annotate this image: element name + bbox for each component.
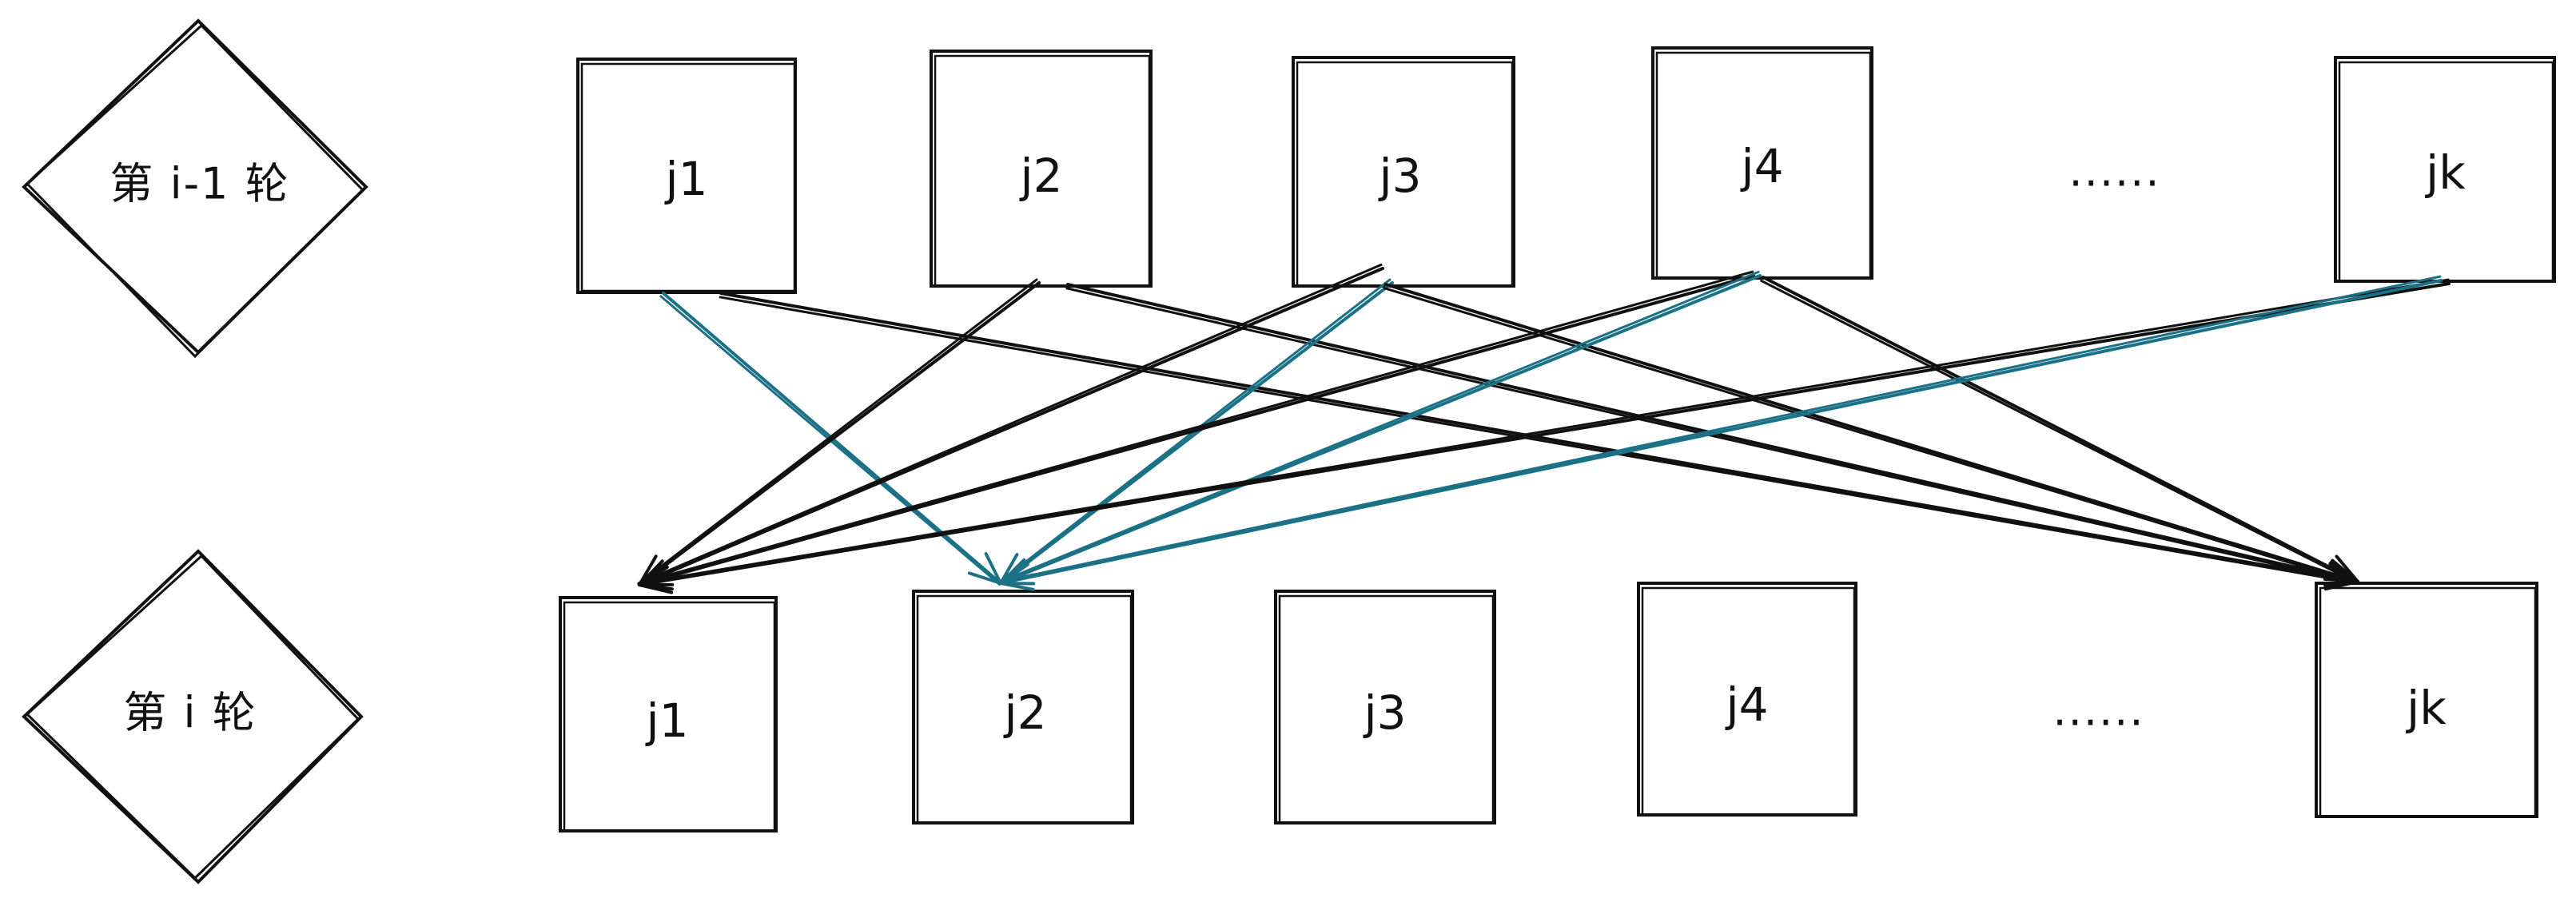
round-prev-diamond: 第 i-1 轮: [22, 18, 368, 359]
edge-j4-to-j2: [998, 270, 1762, 586]
top-node-j4-label: j4: [1739, 139, 1783, 193]
top-node-ellipsis: ......: [2069, 146, 2161, 197]
edge-jk-to-j2: [999, 275, 2443, 591]
bottom-node-j1-label: j1: [644, 693, 688, 748]
bottom-node-j4: j4: [1637, 582, 1857, 817]
top-node-j2-label: j2: [1018, 149, 1062, 203]
edge-j4-to-jk: [1760, 276, 2359, 585]
top-node-j4: j4: [1651, 46, 1873, 280]
round-current-diamond: 第 i 轮: [22, 549, 364, 884]
edge-j3-to-j1: [637, 263, 1384, 586]
top-node-jk: jk: [2334, 56, 2556, 283]
top-ellipsis-label: ......: [2069, 146, 2161, 197]
bottom-node-j3: j3: [1274, 590, 1496, 825]
top-node-jk-label: jk: [2424, 145, 2466, 200]
edge-jk-to-j1: [638, 278, 2451, 594]
round-current-label: 第 i 轮: [123, 688, 257, 738]
top-node-j3-label: j3: [1377, 149, 1421, 203]
edge-arrowhead: [999, 562, 1035, 591]
top-node-j2: j2: [930, 50, 1153, 288]
bottom-node-jk: jk: [2315, 582, 2538, 818]
round-prev-label: 第 i-1 轮: [109, 159, 289, 209]
bottom-node-j3-label: j3: [1362, 685, 1406, 740]
bottom-ellipsis-label: ......: [2053, 685, 2145, 736]
bottom-node-j1: j1: [559, 596, 778, 832]
edges-layer: [637, 263, 2451, 594]
bottom-node-ellipsis: ......: [2053, 685, 2145, 736]
edge-arrowhead: [638, 565, 674, 594]
top-node-j3: j3: [1292, 56, 1515, 288]
bottom-node-j2: j2: [912, 590, 1134, 825]
bottom-node-j2-label: j2: [1002, 685, 1046, 740]
bottom-node-jk-label: jk: [2405, 681, 2447, 735]
bottom-node-j4-label: j4: [1724, 677, 1768, 732]
top-node-j1: j1: [576, 58, 797, 294]
edge-arrowhead: [2323, 554, 2359, 583]
top-node-j1-label: j1: [663, 152, 707, 206]
